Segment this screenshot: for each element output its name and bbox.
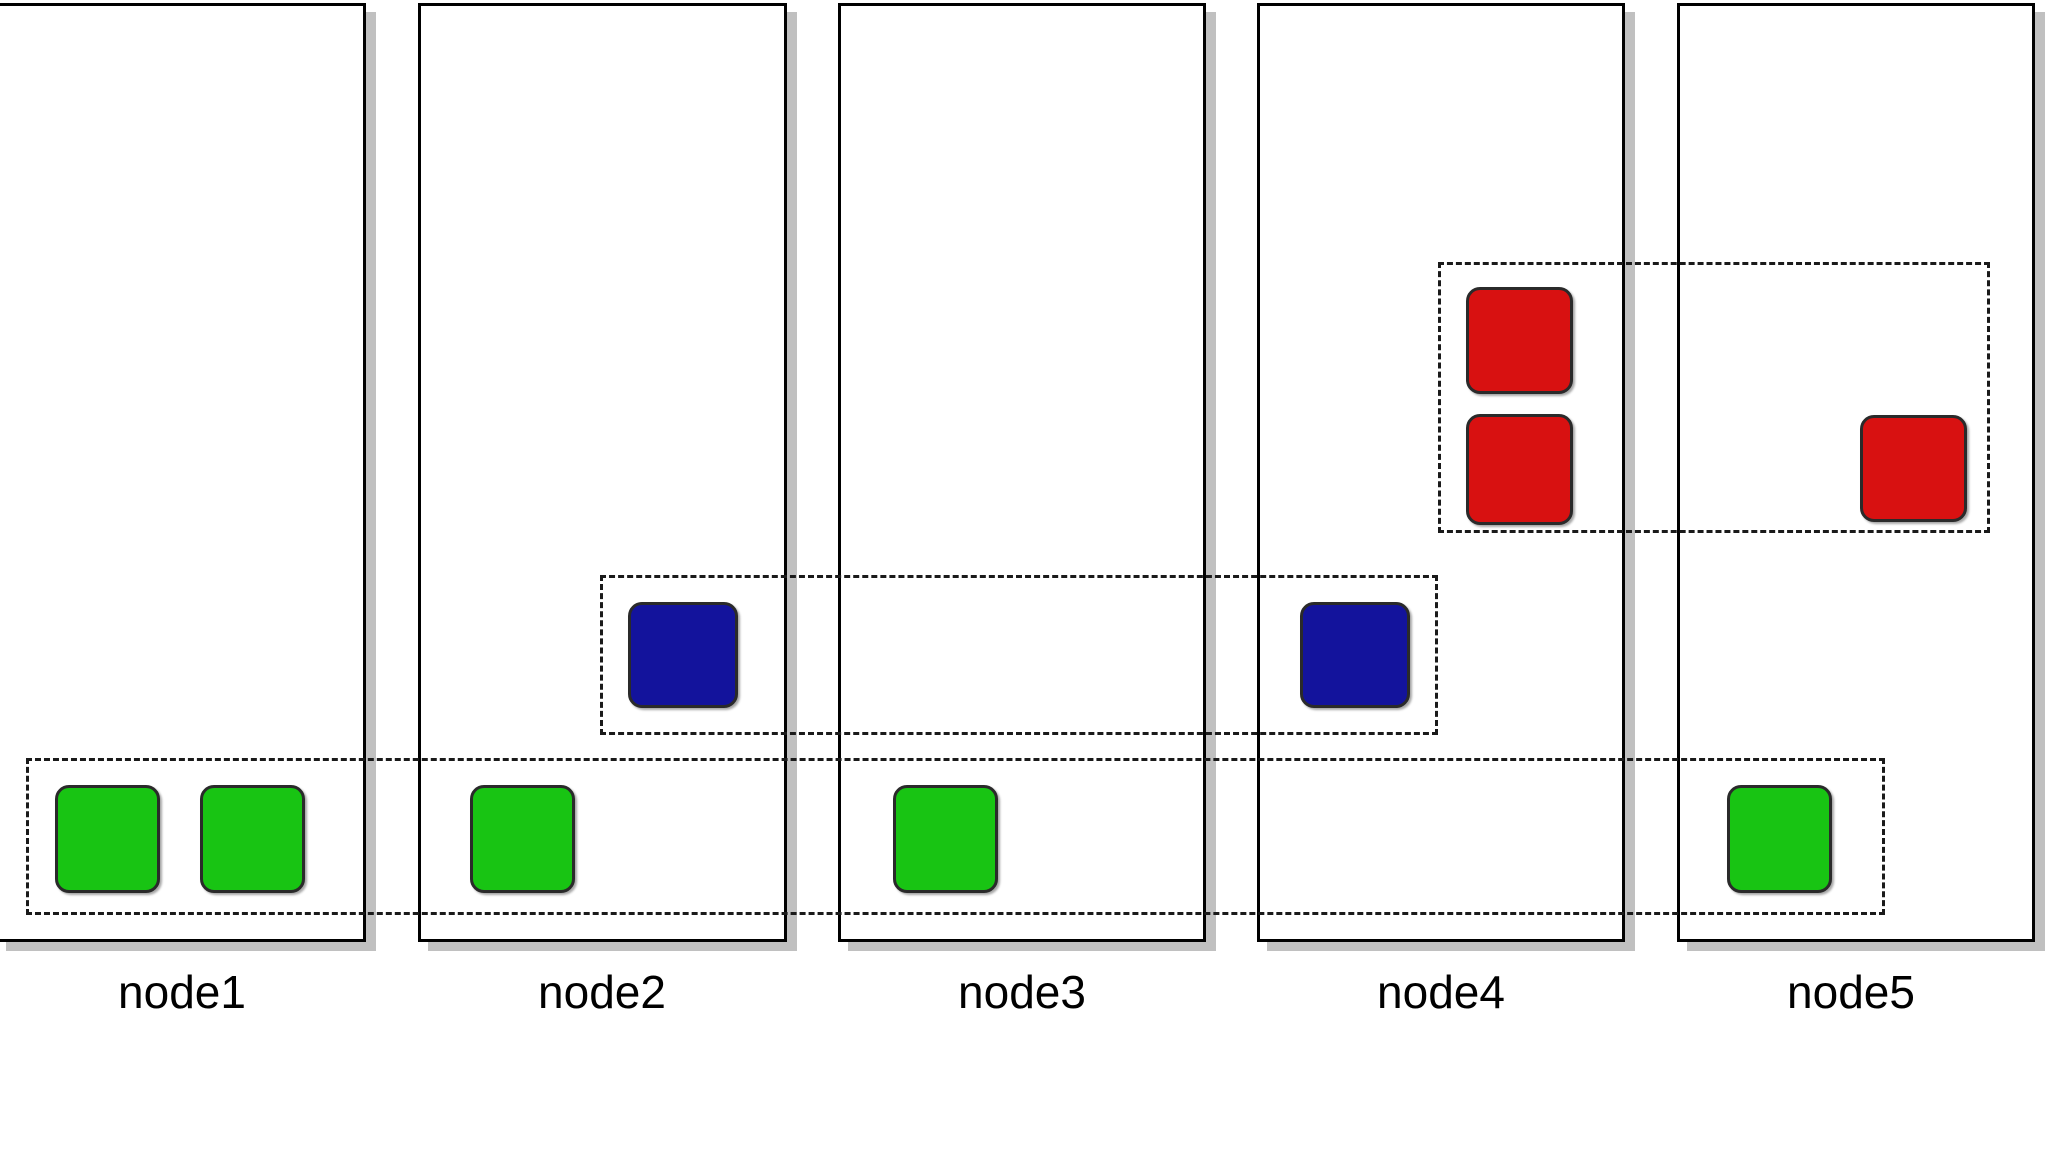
task-square-red-1[interactable] [1466, 287, 1573, 394]
node-box-node1[interactable] [0, 3, 366, 942]
group-box-red[interactable] [1438, 262, 1990, 533]
group-box-blue[interactable] [600, 575, 1438, 735]
node-label-node4: node4 [1377, 966, 1505, 1018]
task-square-red-2[interactable] [1466, 414, 1573, 525]
task-square-blue-1[interactable] [628, 602, 738, 708]
node-label-node5: node5 [1787, 966, 1915, 1018]
node-box-node3[interactable] [838, 3, 1206, 942]
node-label-node2: node2 [538, 966, 666, 1018]
task-square-green-4[interactable] [893, 785, 998, 893]
task-square-green-3[interactable] [470, 785, 575, 893]
node-label-node3: node3 [958, 966, 1086, 1018]
node-label-node1: node1 [118, 966, 246, 1018]
task-square-green-5[interactable] [1727, 785, 1832, 893]
task-square-red-3[interactable] [1860, 415, 1967, 522]
task-square-green-2[interactable] [200, 785, 305, 893]
task-square-green-1[interactable] [55, 785, 160, 893]
task-square-blue-2[interactable] [1300, 602, 1410, 708]
group-box-green[interactable] [26, 758, 1885, 915]
